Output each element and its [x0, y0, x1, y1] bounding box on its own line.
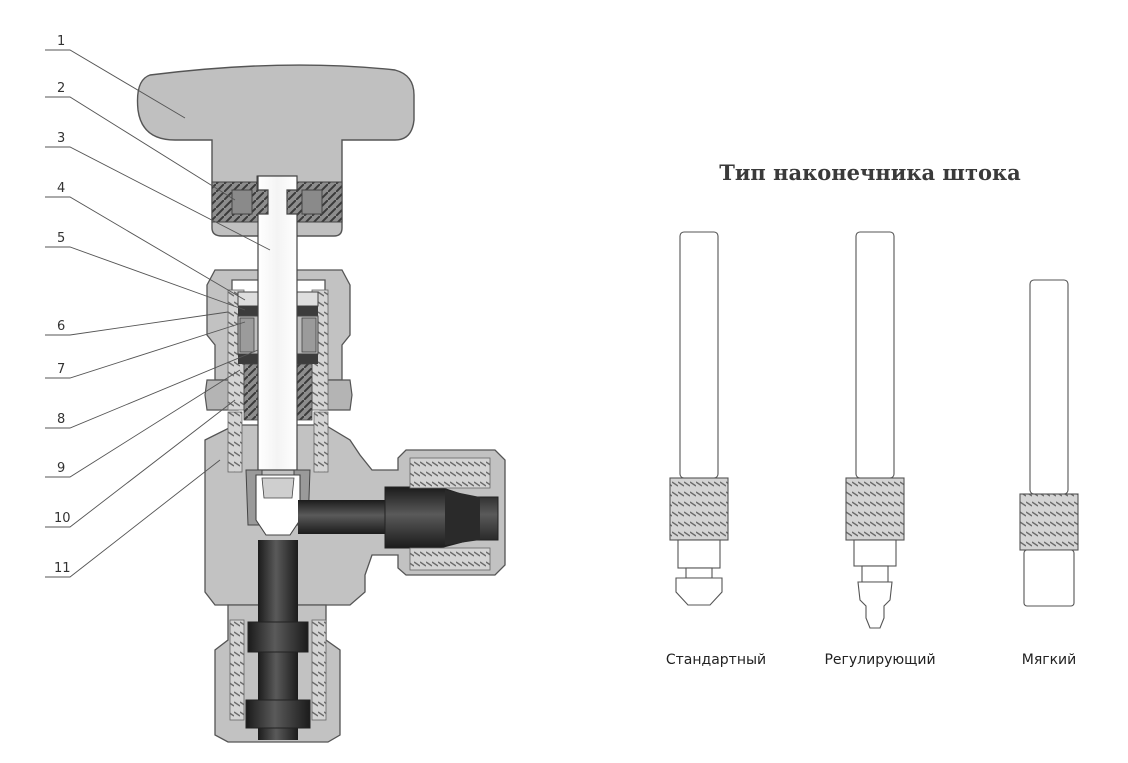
caption-regulating: Регулирующий	[824, 652, 935, 668]
callout-10: 10	[54, 511, 71, 526]
callout-6: 6	[57, 319, 65, 334]
stem-tip-title: Тип наконечника штока	[719, 160, 1021, 185]
callout-11: 11	[54, 561, 71, 576]
stem-tip-regulating	[845, 231, 905, 629]
callout-9: 9	[57, 461, 65, 476]
leader-1	[45, 49, 186, 119]
caption-standard: Стандартный	[666, 652, 766, 668]
callout-leaders	[45, 49, 271, 578]
callout-numbers: 1 2 3 4 5 6 7 8 9 10 11	[54, 34, 71, 576]
callout-4: 4	[57, 181, 65, 196]
stem-thread-right	[295, 363, 313, 421]
leader-2	[45, 96, 236, 201]
valve-cross-section	[136, 64, 506, 743]
leader-4	[45, 196, 246, 301]
handle	[136, 64, 415, 237]
leader-9	[45, 369, 241, 478]
leader-8	[45, 349, 259, 429]
callout-2: 2	[57, 81, 65, 96]
callout-8: 8	[57, 412, 65, 427]
stem-tip-standard	[669, 231, 729, 606]
leader-3	[45, 146, 271, 251]
leader-5	[45, 246, 246, 311]
callout-3: 3	[57, 131, 65, 146]
callout-7: 7	[57, 362, 65, 377]
leader-7	[45, 321, 246, 379]
stem-tip-soft	[1019, 279, 1079, 607]
bonnet	[206, 269, 351, 381]
leader-11	[45, 459, 221, 578]
stem	[257, 175, 298, 471]
callout-1: 1	[57, 34, 65, 49]
leader-10	[45, 399, 236, 528]
callout-5: 5	[57, 231, 65, 246]
caption-soft: Мягкий	[1022, 652, 1077, 668]
leader-6	[45, 311, 229, 336]
